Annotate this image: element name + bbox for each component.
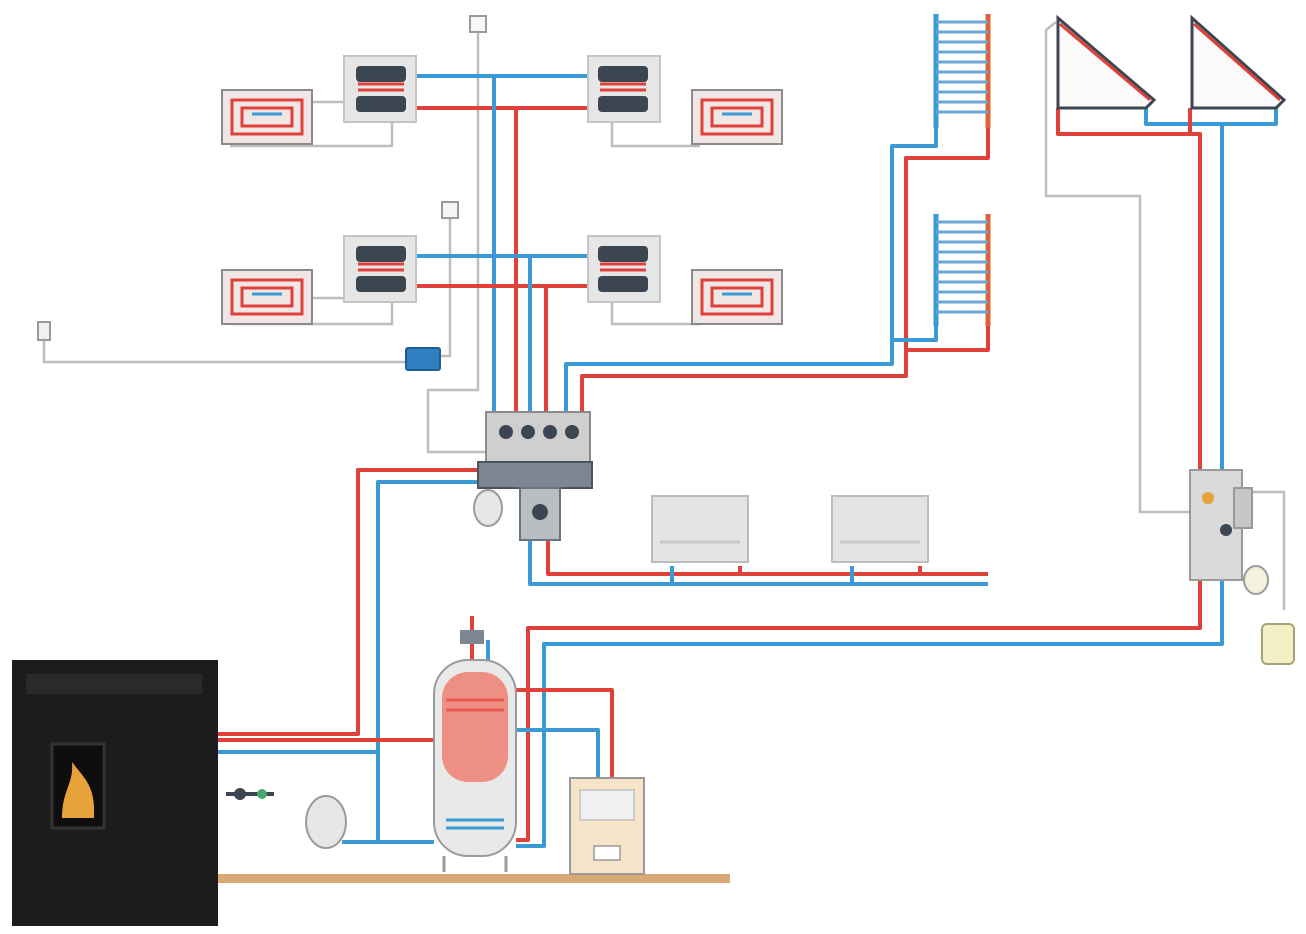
outdoor-sensor-icon [37,321,51,341]
expansion-vessel-icon [473,489,503,527]
wall-boiler [569,777,645,875]
fan-coil-unit-2 [587,55,661,123]
underfloor-loop-2 [691,89,783,145]
storage-tank [433,630,517,872]
towel-radiator-1 [933,14,991,128]
thermostat-icon [469,15,487,33]
fan-coil-unit-4 [587,235,661,303]
underfloor-loop-3 [221,269,313,325]
thermostat-icon [441,201,459,219]
flame-icon [62,762,95,818]
radiator-pipes [528,540,988,586]
floor-line [218,874,730,883]
expansion-vessel-icon [305,795,347,849]
solar-collector-1 [1056,14,1157,110]
safety-valve-icon [226,788,274,800]
solar-pipes [516,108,1278,848]
controller-icon [405,347,441,371]
towel-radiator-pipes [564,128,990,420]
panel-radiator-1 [651,495,749,563]
towel-radiator-2 [933,214,991,326]
stove-pipes [218,468,490,844]
underfloor-loop-4 [691,269,783,325]
fan-coil-unit-1 [343,55,417,123]
glycol-tank-icon [1261,623,1295,665]
solar-expansion-vessel [1243,565,1269,595]
panel-radiator-2 [831,495,929,563]
solar-pump-station [1189,469,1253,581]
underfloor-loop-1 [221,89,313,145]
pump-manifold [477,411,593,541]
pellet-stove [12,660,218,926]
fan-coil-unit-3 [343,235,417,303]
solar-collector-2 [1190,14,1287,110]
